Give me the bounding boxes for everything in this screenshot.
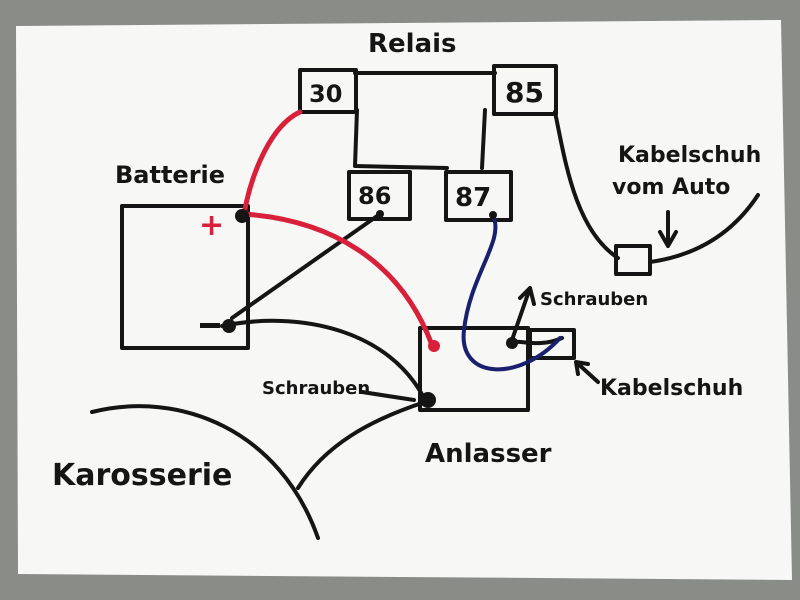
schrauben-left-label: Schrauben (262, 378, 370, 399)
relay-pin-87-label: 87 (455, 183, 491, 213)
relay-pin-85-label: 85 (505, 76, 544, 109)
wire-85-to-terminal (553, 110, 620, 260)
arrow-kabelschuh-auto (658, 210, 678, 248)
schrauben-top-label: Schrauben (540, 289, 648, 310)
starter-screw-left (420, 392, 436, 408)
wire-battery-minus-to-starter (220, 318, 427, 402)
kabelschuh-auto-label-1: Kabelschuh (618, 143, 761, 168)
arrow-kabelschuh (574, 360, 600, 384)
relay-pin-86-label: 86 (358, 182, 391, 210)
starter-box (418, 326, 530, 412)
starter-screw-top (506, 337, 518, 349)
kabelschuh-label: Kabelschuh (600, 376, 743, 401)
relay-pin-30-box (298, 68, 358, 114)
kabelschuh-auto-label-2: vom Auto (612, 175, 730, 200)
battery-minus-terminal (222, 319, 236, 333)
relay-pin-86-box (347, 170, 412, 221)
red-wire-end (428, 340, 440, 352)
paper-sheet (16, 20, 792, 580)
pin-87-dot (489, 211, 497, 219)
body-outline (90, 404, 320, 540)
relay-pin-30-label: 30 (309, 80, 342, 108)
battery-plus-sign: + (199, 208, 224, 243)
wire-starter-to-body (296, 400, 427, 490)
relay-body (353, 71, 497, 170)
battery-plus-terminal (235, 209, 249, 223)
arrow-schrauben-top (510, 286, 536, 342)
red-wire-battery-plus-to-starter (241, 211, 435, 348)
pin-86-dot (376, 210, 384, 218)
wire-86-to-battery-minus (230, 212, 382, 320)
blue-wire-87-to-starter (461, 214, 562, 372)
battery-label: Batterie (115, 161, 225, 189)
battery-minus-mark (200, 323, 220, 328)
starter-label: Anlasser (425, 439, 552, 469)
karosserie-label: Karosserie (52, 458, 232, 493)
wire-terminal-to-car (648, 193, 760, 264)
battery-box (120, 204, 250, 350)
relay-label: Relais (368, 29, 457, 59)
red-wire-30-to-battery-plus (241, 109, 303, 217)
relay-pin-85-box (492, 64, 558, 116)
relay-pin-87-box (444, 170, 513, 222)
arrow-schrauben-left (360, 390, 416, 402)
